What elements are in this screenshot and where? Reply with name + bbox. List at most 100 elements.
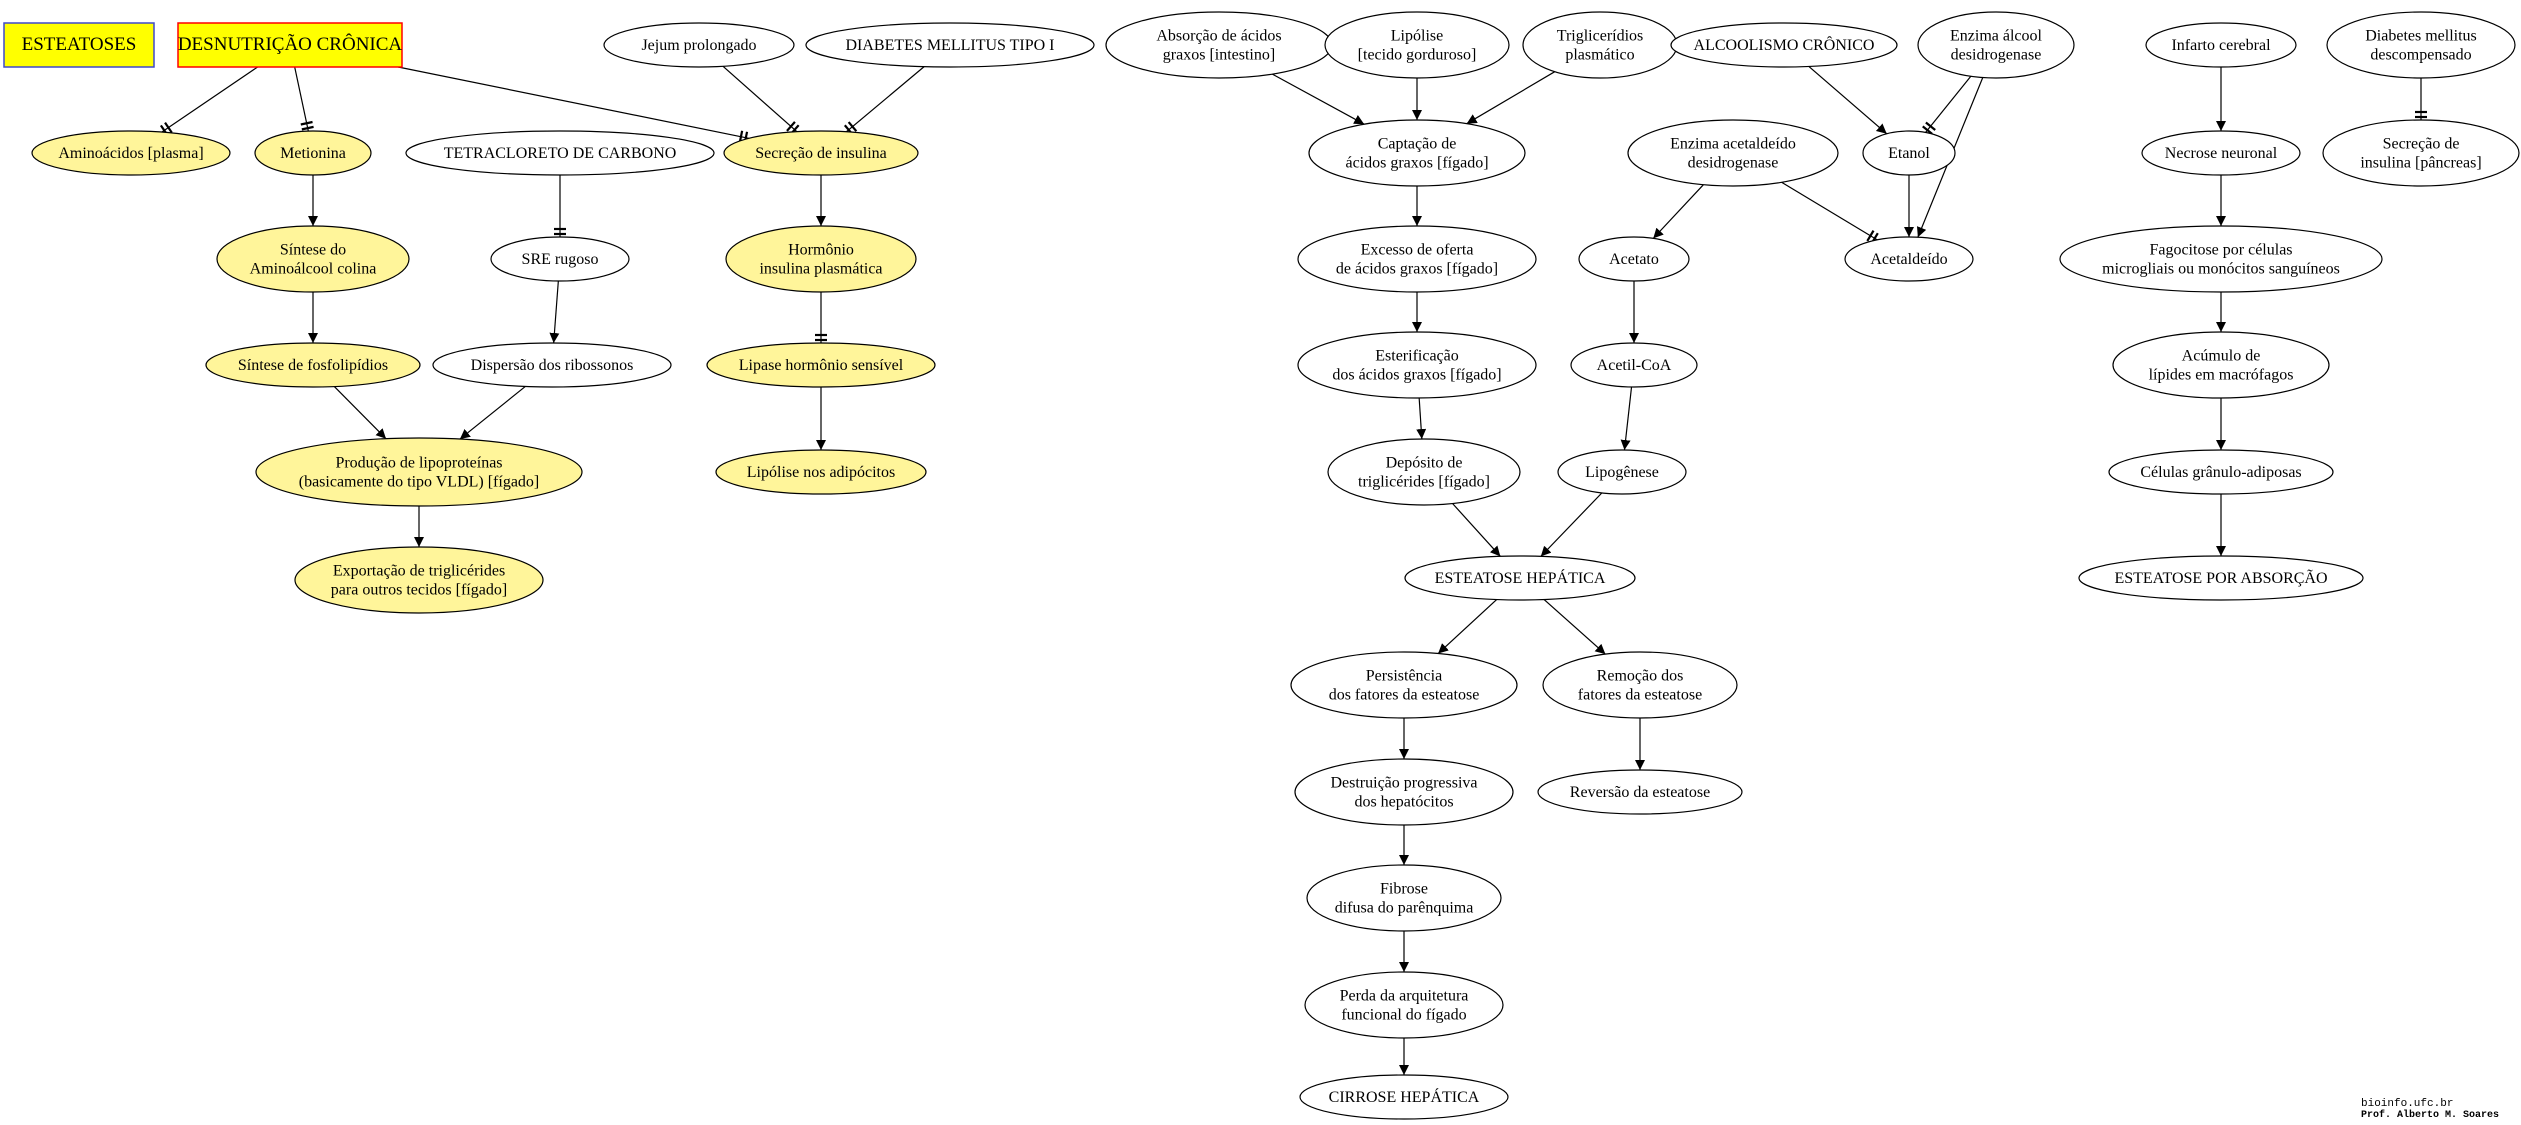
edge-sre-to-dispersao	[549, 280, 560, 344]
node-shape	[1297, 225, 1537, 293]
node-label: insulina [pâncreas]	[2360, 155, 2481, 172]
node-label: graxos [intestino]	[1163, 47, 1275, 64]
node-shape	[205, 342, 421, 388]
node-label: descompensado	[2370, 47, 2471, 64]
node-label: de ácidos graxos [fígado]	[1336, 261, 1498, 278]
node-shape	[31, 130, 231, 176]
node-label: Acetil-CoA	[1597, 357, 1672, 374]
edge-line	[1466, 71, 1556, 125]
node-shape	[1522, 11, 1678, 79]
node-shape	[723, 130, 919, 176]
nodes-layer: ESTEATOSES DESNUTRIÇÃO CRÔNICA Aminoácidos…	[3, 11, 2520, 1120]
edge-trigliceridios-to-captacao	[1466, 71, 1556, 125]
credit-block: bioinfo.ufc.br Prof. Alberto M. Soares	[2361, 1098, 2499, 1122]
node-shape	[1324, 11, 1510, 79]
edge-absorcao-to-captacao	[1272, 73, 1365, 125]
node-label: Lipólise nos adipócitos	[747, 464, 895, 481]
node-shape	[1404, 555, 1636, 601]
node-label: insulina plasmática	[759, 261, 882, 278]
edge-desnutricao-to-metionina	[294, 66, 314, 132]
node-shape	[1627, 119, 1839, 187]
edge-jejum-to-secrecao-insulina	[722, 65, 800, 135]
node-shape	[725, 225, 917, 293]
node-acetaldeido: Acetaldeído	[1844, 236, 1974, 282]
node-label: Excesso de oferta	[1361, 242, 1474, 259]
edge-line	[161, 66, 258, 133]
node-shape	[1670, 22, 1898, 68]
node-celulas: Células grânulo-adiposas	[2108, 449, 2334, 495]
edge-line	[1620, 386, 1633, 451]
node-tetracloreto: TETRACLORETO DE CARBONO	[405, 130, 715, 176]
node-label: (basicamente do tipo VLDL) [fígado]	[299, 474, 540, 491]
node-label: [tecido gorduroso]	[1358, 47, 1477, 64]
node-acetato: Acetato	[1578, 236, 1690, 282]
node-label: Acetato	[1609, 251, 1659, 268]
node-cirrose: CIRROSE HEPÁTICA	[1299, 1074, 1509, 1120]
node-alcoolismo: ALCOOLISMO CRÔNICO	[1670, 22, 1898, 68]
node-label: Aminoácidos [plasma]	[58, 145, 203, 162]
node-lipolise-adipo: Lipólise nos adipócitos	[715, 449, 927, 495]
node-reversao: Reversão da esteatose	[1537, 769, 1743, 815]
node-shape	[1297, 331, 1537, 399]
node-label: ESTEATOSES	[22, 34, 137, 55]
node-diabetes1: DIABETES MELLITUS TIPO I	[805, 22, 1095, 68]
edge-line	[1781, 181, 1878, 241]
node-infarto: Infarto cerebral	[2145, 22, 2297, 68]
node-etanol: Etanol	[1862, 130, 1956, 176]
node-shape	[1105, 11, 1333, 79]
node-shape	[2141, 130, 2301, 176]
node-label: Jejum prolongado	[641, 37, 756, 54]
node-label: Infarto cerebral	[2171, 37, 2271, 54]
node-shape	[1290, 651, 1518, 719]
edge-line	[1652, 184, 1704, 239]
node-label: Depósito de	[1386, 455, 1463, 472]
node-sre: SRE rugoso	[490, 236, 630, 282]
inhibit-bar	[847, 121, 858, 132]
node-shape	[603, 22, 795, 68]
node-shape	[2322, 119, 2520, 187]
inhibit-bar	[301, 125, 314, 131]
node-shape	[2078, 555, 2364, 601]
node-shape	[1299, 1074, 1509, 1120]
node-shape	[1308, 119, 1526, 187]
node-label: Lipogênese	[1585, 464, 1659, 481]
edge-enzima-acetal-to-acetato	[1652, 184, 1704, 239]
node-dispersao: Dispersão dos ribossonos	[432, 342, 672, 388]
inhibit-bar	[1922, 125, 1933, 135]
edge-line	[845, 66, 925, 133]
node-label: Lipase hormônio sensível	[739, 357, 904, 374]
node-label: Enzima acetaldeído	[1670, 136, 1796, 153]
node-label: Hormônio	[788, 242, 854, 259]
edge-deposito-to-esteatose-hep	[1452, 503, 1501, 557]
node-label: Lipólise	[1391, 28, 1443, 45]
node-label: Metionina	[280, 145, 346, 162]
node-label: DESNUTRIÇÃO CRÔNICA	[178, 33, 403, 55]
edge-alcoolismo-to-etanol	[1808, 66, 1888, 135]
node-label: TETRACLORETO DE CARBONO	[444, 145, 677, 162]
node-hormonio: Hormônio insulina plasmática	[725, 225, 917, 293]
node-label: Síntese de fosfolipídios	[238, 357, 388, 374]
node-label: fatores da esteatose	[1578, 687, 1702, 704]
node-label: Secreção de insulina	[755, 145, 887, 162]
edge-line	[549, 280, 560, 344]
node-shape	[1542, 651, 1738, 719]
edge-line	[1808, 66, 1888, 135]
node-esteatose-abs: ESTEATOSE POR ABSORÇÃO	[2078, 555, 2364, 601]
edge-line	[1925, 75, 1972, 133]
edge-tetracloreto-to-sre	[554, 175, 566, 237]
node-label: Enzima álcool	[1950, 28, 2043, 45]
node-label: Persistência	[1366, 668, 1442, 685]
inhibit-bar	[1925, 121, 1936, 131]
node-shape	[294, 546, 544, 614]
node-excesso: Excesso de oferta de ácidos graxos [fígad…	[1297, 225, 1537, 293]
node-shape	[1304, 971, 1504, 1039]
node-label: SRE rugoso	[522, 251, 599, 268]
node-producao-lipo: Produção de lipoproteínas (basicamente do…	[255, 437, 583, 507]
edge-diabetes-desc-to-secrecao-pancreas	[2415, 78, 2427, 120]
node-shape	[2059, 225, 2383, 293]
node-label: Produção de lipoproteínas	[335, 455, 502, 472]
